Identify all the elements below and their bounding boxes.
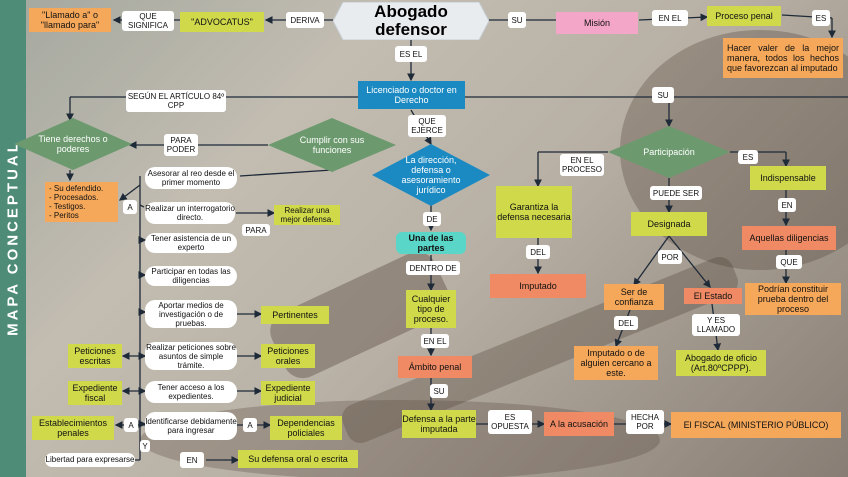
que-right-label: QUE: [776, 255, 802, 269]
fiscal-node: El FISCAL (MINISTERIO PÚBLICO): [671, 412, 841, 438]
designada-node: Designada: [631, 212, 707, 236]
participacion-diamond: Participación: [608, 126, 730, 178]
peticiones-orales-node: Peticiones orales: [261, 344, 315, 368]
deriva-label: DERIVA: [286, 12, 324, 28]
defendido-list-node: - Su defendido. - Procesados. - Testigos…: [45, 182, 118, 222]
y-small-label: Y: [140, 440, 150, 452]
pertinentes-node: Pertinentes: [261, 306, 329, 324]
cumplir-funciones-diamond: Cumplir con sus funciones: [268, 118, 396, 172]
llamado-node: "Llamado a" o "llamado para": [29, 8, 111, 32]
y-es-llamado-label: Y ES LLAMADO: [692, 314, 740, 336]
de-label: DE: [423, 212, 441, 226]
es-right-label: ES: [738, 150, 758, 164]
ser-confianza-node: Ser de confianza: [604, 284, 664, 310]
por-label: POR: [658, 250, 682, 264]
libertad-node: Libertad para expresarse: [45, 453, 135, 467]
licenciado-node: Licenciado o doctor en Derecho: [358, 81, 465, 109]
a-1-label: A: [123, 200, 137, 214]
su-mid-label: SU: [430, 384, 448, 398]
participar-node: Participar en todas las diligencias: [145, 266, 237, 286]
mision-node: Misión: [556, 12, 638, 34]
tener-acceso-node: Tener acceso a los expedientes.: [145, 381, 237, 403]
a-la-acusacion-node: A la acusación: [544, 412, 614, 436]
el-estado-node: El Estado: [684, 288, 742, 304]
su-defensa-oral-node: Su defensa oral o escrita: [238, 450, 358, 468]
a-2-label: A: [124, 418, 138, 432]
en-el-proceso-label: EN EL PROCESO: [560, 154, 604, 176]
dependencias-node: Dependencias policiales: [270, 416, 342, 440]
tener-asistencia-node: Tener asistencia de un experto: [145, 233, 237, 253]
para-poder-label: PARA PODER: [164, 134, 198, 156]
su-top-label: SU: [508, 12, 526, 28]
aquellas-node: Aquellas diligencias: [742, 226, 836, 250]
garantiza-node: Garantiza la defensa necesaria: [496, 186, 572, 238]
aportar-node: Aportar medios de investigación o de pru…: [145, 300, 237, 328]
en-bottom-label: EN: [180, 452, 204, 468]
es-el-label: ES EL: [395, 46, 427, 62]
identificarse-node: Identificarse debidamente para ingresar: [145, 412, 237, 440]
en-el-mid-label: EN EL: [421, 334, 449, 348]
realizar-mejor-node: Realizar una mejor defensa.: [274, 205, 340, 225]
tiene-derechos-diamond: Tiene derechos o poderes: [14, 118, 132, 170]
que-significa-label: QUE SIGNIFICA: [122, 11, 174, 31]
que-ejerce-label: QUE EJERCE: [408, 115, 446, 137]
para-left-label: PARA: [242, 224, 270, 236]
title-node: Abogado defensor: [333, 2, 489, 40]
peticiones-escritas-node: Peticiones escritas: [68, 344, 122, 368]
cualquier-tipo-node: Cualquier tipo de proceso.: [406, 290, 456, 328]
su-right-label: SU: [652, 87, 674, 103]
del-2-label: DEL: [614, 316, 638, 330]
proceso-penal-node: Proceso penal: [707, 6, 781, 26]
expediente-fiscal-node: Expediente fiscal: [68, 381, 122, 405]
imputado-conocido-node: Imputado o de alguien cercano a este.: [574, 346, 658, 380]
dentro-de-label: DENTRO DE: [406, 261, 460, 275]
del-1-label: DEL: [526, 245, 550, 259]
defensa-parte-node: Defensa a la parte imputada: [402, 410, 476, 438]
a-3-label: A: [243, 418, 257, 432]
hacer-valer-node: Hacer valer de la mejor manera, todos lo…: [723, 38, 843, 78]
en-el-top-label: EN EL: [652, 10, 688, 26]
title-text: Abogado defensor: [374, 2, 448, 39]
una-de-las-partes-node: Una de las partes: [396, 232, 466, 254]
advocatus-node: "ADVOCATUS": [180, 12, 264, 32]
en-right-label: EN: [778, 198, 796, 212]
hecha-por-label: HECHA POR: [626, 410, 664, 434]
es-opuesta-label: ES OPUESTA: [488, 410, 532, 434]
puede-ser-label: PUEDE SER: [650, 186, 702, 200]
abogado-oficio-node: Abogado de oficio (Art.80ºCPPP).: [676, 350, 766, 376]
segun-articulo-label: SEGÚN EL ARTÍCULO 84º CPP: [126, 90, 226, 112]
realizar-peticiones-node: Realizar peticiones sobre asuntos de sim…: [145, 342, 237, 370]
expediente-judicial-node: Expediente judicial: [261, 381, 315, 405]
side-title-band: MAPA CONCEPTUAL: [0, 0, 26, 477]
es-top-label: ES: [812, 10, 830, 26]
realizar-interrogatorio-node: Realizar un interrogatorio directo.: [145, 202, 235, 224]
ambito-penal-node: Ámbito penal: [398, 356, 472, 378]
podrian-node: Podrían constituir prueba dentro del pro…: [745, 283, 841, 315]
indispensable-node: Indispensable: [750, 166, 826, 190]
direccion-diamond: La dirección, defensa o asesoramiento ju…: [372, 144, 490, 206]
asesorar-node: Asesorar al reo desde el primer momento: [145, 167, 237, 189]
imputado-1-node: Imputado: [490, 274, 586, 298]
establecimientos-node: Establecimientos penales: [32, 416, 114, 440]
